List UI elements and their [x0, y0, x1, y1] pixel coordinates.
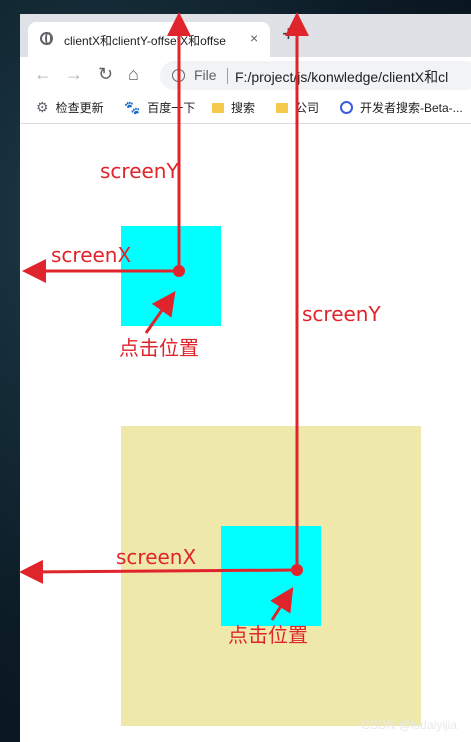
screen-x-arrow-bottom [19, 559, 298, 584]
watermark: CSDN @ludaiyijia [361, 718, 457, 732]
tab-bar: clientX和clientY-offsetX和offse × + [20, 14, 471, 57]
bookmark-dev-search[interactable]: 开发者搜索-Beta-... [340, 99, 463, 116]
bookmark-label: 公司 [295, 101, 320, 115]
click-pointer-arrow-bottom [270, 586, 294, 621]
back-icon[interactable]: ← [34, 64, 52, 84]
toolbar: ← → ↻ ⌂ i File F:/project/js/konwledge/c… [20, 57, 471, 93]
home-icon[interactable]: ⌂ [128, 64, 139, 84]
folder-icon [212, 102, 224, 113]
reload-icon[interactable]: ↻ [98, 64, 114, 84]
bookmark-search-folder[interactable]: 搜索 [212, 99, 255, 116]
tab-active[interactable]: clientX和clientY-offsetX和offse × [28, 22, 270, 57]
bookmark-label: 百度一下 [147, 101, 196, 115]
address-bar[interactable]: i File F:/project/js/konwledge/clientX和c… [160, 61, 471, 90]
click-position-label-bottom: 点击位置 [228, 623, 308, 647]
click-point-dot-bottom [291, 564, 303, 576]
url-separator [227, 68, 228, 84]
click-pointer-arrow-top [144, 291, 176, 334]
bookmark-company-folder[interactable]: 公司 [276, 99, 319, 116]
large-khaki-box[interactable] [121, 426, 421, 726]
search-badge-icon [340, 101, 353, 114]
gear-icon: ⚙ [36, 99, 49, 115]
browser-window: clientX和clientY-offsetX和offse × + ← → ↻ … [20, 14, 471, 742]
page-content [20, 124, 471, 742]
tab-title: clientX和clientY-offsetX和offse [64, 34, 226, 48]
globe-icon [40, 32, 53, 45]
screen-y-label-top: screenY [100, 159, 179, 183]
screen-y-label-right: screenY [302, 302, 381, 326]
forward-icon[interactable]: → [65, 64, 83, 84]
url-scheme-label: File [194, 67, 217, 83]
bookmark-check-update[interactable]: ⚙ 检查更新 [36, 99, 104, 116]
bookmark-label: 开发者搜索-Beta-... [360, 101, 463, 115]
close-icon[interactable]: × [250, 30, 259, 46]
baidu-paw-icon: 🐾 [124, 99, 141, 115]
screen-x-label-bottom: screenX [116, 545, 196, 569]
bookmarks-bar: ⚙ 检查更新 🐾 百度一下 搜索 公司 开发者搜索-Beta-... [20, 93, 471, 124]
bookmark-label: 检查更新 [55, 101, 104, 115]
bookmark-baidu[interactable]: 🐾 百度一下 [124, 99, 195, 116]
click-point-dot-top [173, 265, 185, 277]
bookmark-label: 搜索 [231, 101, 256, 115]
url-text[interactable]: F:/project/js/konwledge/clientX和cl [235, 69, 449, 85]
folder-icon [276, 102, 288, 113]
click-position-label-top: 点击位置 [119, 336, 199, 360]
screen-x-label-top: screenX [51, 243, 131, 267]
